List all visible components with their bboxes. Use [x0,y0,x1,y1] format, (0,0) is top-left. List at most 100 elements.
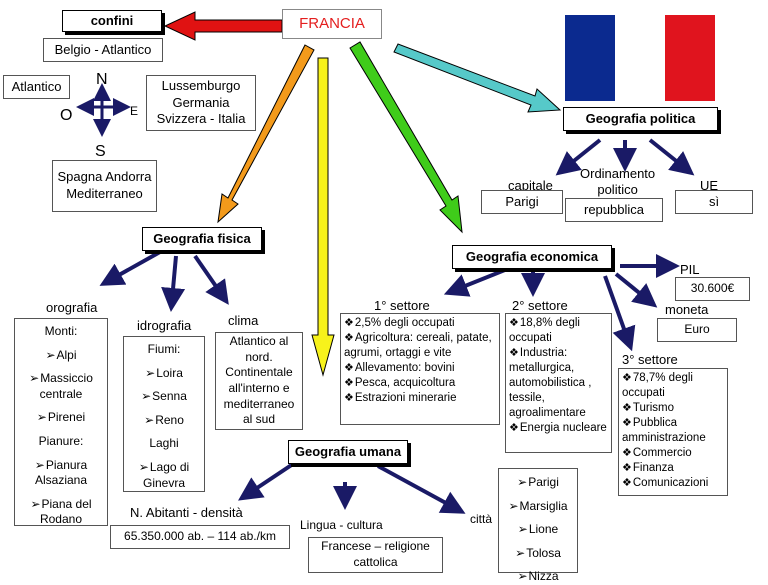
arrow-to-fisica [217,44,315,224]
moneta-text: Euro [684,322,710,337]
confini-belgio-text: Belgio - Atlantico [54,41,152,57]
compass-n: N [96,71,108,88]
s1-item: Allevamento: bovini [344,361,496,376]
orografia-item: Pianura Alsaziana [15,458,107,489]
clima-label: clima [228,313,259,328]
s3-item: Commercio [622,446,724,461]
clima-box: Atlantico al nord. Continentale all'inte… [215,332,303,430]
politica-header-text: Geografia politica [585,110,696,126]
idrografia-box: Fiumi:LoiraSennaRenoLaghiLago di Ginevra [123,336,205,492]
s1-item: 2,5% degli occupati [344,316,496,331]
economica-header-text: Geografia economica [465,248,599,264]
economica-header: Geografia economica [452,245,612,269]
flag-white [615,15,665,101]
title-text: FRANCIA [299,15,365,33]
s1-label: 1° settore [374,298,430,313]
capitale-value: Parigi [481,190,563,214]
france-flag [565,15,715,101]
s3-label: 3° settore [622,352,678,367]
ordinamento-value-text: repubblica [584,201,644,217]
fisica-header-text: Geografia fisica [153,230,251,246]
compass-arrows [76,83,131,137]
moneta-box: Euro [657,318,737,342]
s2-item: Industria: metallurgica, automobilistica… [509,346,608,421]
ue-value-text: sì [708,193,720,209]
citta-item: Lione [499,522,577,538]
citta-list: ParigiMarsigliaLioneTolosaNizza [499,475,577,585]
capitale-value-text: Parigi [505,193,539,209]
citta-item: Marsiglia [499,499,577,515]
politica-header: Geografia politica [563,107,718,131]
capitale-label: capitale [508,178,553,193]
s3-item: 78,7% degli occupati [622,371,724,401]
flag-blue [565,15,615,101]
idrografia-item: Fiumi: [147,342,181,356]
confini-south: Spagna Andorra Mediterraneo [52,160,157,212]
umana-header: Geografia umana [288,440,408,464]
compass-o: O [60,107,73,124]
citta-item: Tolosa [499,546,577,562]
idrografia-item: Reno [124,413,204,429]
s1-item: Agricoltura: cereali, patate, agrumi, or… [344,331,496,361]
confini-header: confini [62,10,162,32]
flag-red [665,15,715,101]
orografia-item: Piana del Rodano [15,497,107,528]
s3-item: Finanza [622,461,724,476]
orografia-label: orografia [46,300,98,315]
ordinamento-label: Ordinamento politico [580,166,656,197]
orografia-item: Alpi [15,348,107,364]
citta-box: ParigiMarsigliaLioneTolosaNizza [498,468,578,583]
s2-box: 18,8% degli occupatiIndustria: metallurg… [505,313,612,453]
pil-box: 30.600€ [675,277,750,301]
confini-east-text: Lussemburgo Germania Svizzera - Italia [156,77,246,127]
s3-list: 78,7% degli occupatiTurismoPubblica ammi… [622,371,724,491]
moneta-label: moneta [665,302,709,317]
confini-east: Lussemburgo Germania Svizzera - Italia [146,75,256,131]
lingua-text: Francese – religione cattolica [321,539,430,569]
orografia-item: Monti: [44,324,78,338]
lingua-label: Lingua - cultura [300,518,383,532]
abitanti-label: N. Abitanti - densità [130,505,243,520]
s3-box: 78,7% degli occupatiTurismoPubblica ammi… [618,368,728,496]
arrow-to-confini [163,11,283,41]
s2-item: Energia nucleare [509,421,608,436]
clima-text: Atlantico al nord. Continentale all'inte… [223,334,295,427]
orografia-box: Monti: AlpiMassiccio centralePireneiPianu… [14,318,108,526]
ue-value: sì [675,190,753,214]
title-francia: FRANCIA [282,9,382,39]
s2-item: 18,8% degli occupati [509,316,608,346]
orografia-item: Massiccio centrale [15,371,107,402]
compass-s: S [95,143,106,160]
s1-item: Estrazioni minerarie [344,391,496,406]
idrografia-item: Laghi [149,436,179,451]
compass-e: E [130,104,139,118]
confini-belgio: Belgio - Atlantico [43,38,163,62]
ordinamento-value: repubblica [565,198,663,222]
confini-south-text: Spagna Andorra Mediterraneo [57,169,152,201]
idrografia-item: Lago di Ginevra [124,460,204,491]
arrow-to-umana [311,57,335,377]
lingua-box: Francese – religione cattolica [308,537,443,573]
s1-list: 2,5% degli occupatiAgricoltura: cereali,… [344,316,496,406]
confini-west: Atlantico [3,75,70,99]
umana-header-text: Geografia umana [294,443,402,459]
confini-header-text: confini [90,12,134,28]
idrografia-item: Senna [124,389,204,405]
idrografia-label: idrografia [137,318,192,333]
arrow-to-politica [393,43,562,113]
arrow-to-economica [349,41,463,234]
s2-list: 18,8% degli occupatiIndustria: metallurg… [509,316,608,436]
citta-item: Parigi [499,475,577,491]
confini-west-text: Atlantico [11,78,62,94]
s1-item: Pesca, acquicoltura [344,376,496,391]
citta-label: città [470,512,493,526]
ue-label: UE [700,178,719,193]
pil-label: PIL [680,262,700,277]
orografia-item: Pirenei [15,410,107,426]
idrografia-list: Fiumi:LoiraSennaRenoLaghiLago di Ginevra [124,342,204,491]
s3-item: Pubblica amministrazione [622,416,724,446]
abitanti-box: 65.350.000 ab. – 114 ab./km [110,525,290,549]
s2-label: 2° settore [512,298,568,313]
fisica-header: Geografia fisica [142,227,262,251]
